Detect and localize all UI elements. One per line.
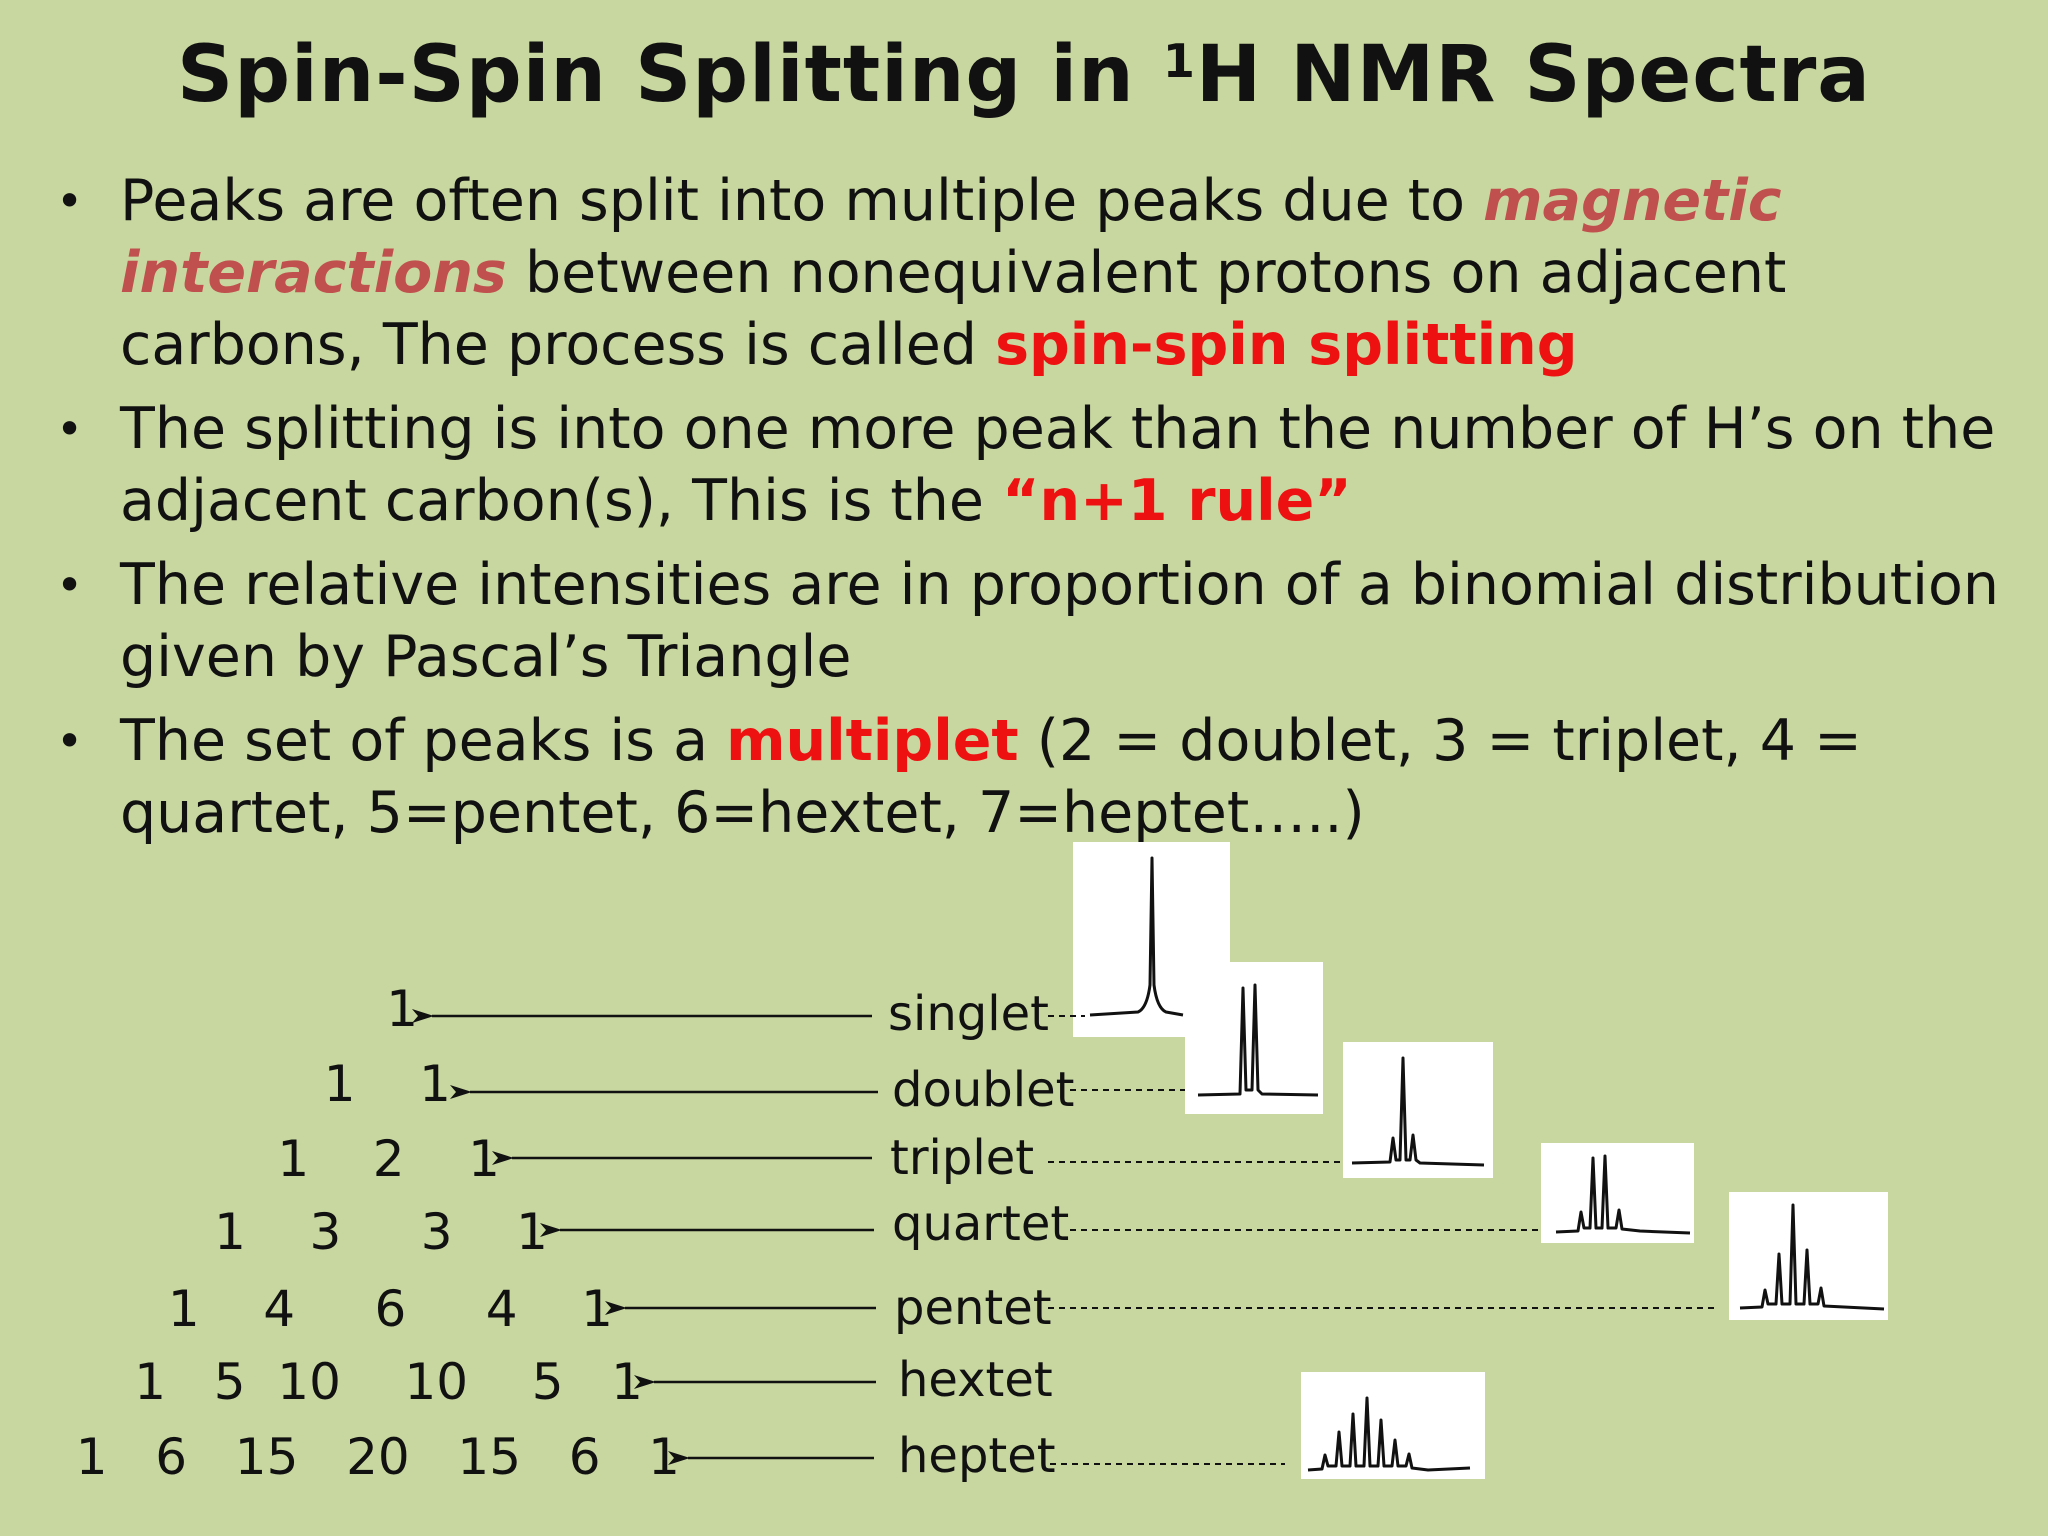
bullet-text: The splitting is into one more peak than… <box>120 396 1996 534</box>
bullet-item: • Peaks are often split into multiple pe… <box>52 165 2012 381</box>
pascal-row-1: 1 <box>386 980 418 1038</box>
label-pentet: pentet <box>894 1280 1052 1336</box>
bullet-list: • Peaks are often split into multiple pe… <box>52 165 2012 861</box>
bullet-text: Peaks are often split into multiple peak… <box>120 168 1484 234</box>
heptet-spectrum <box>1301 1372 1485 1479</box>
pascal-row-2: 1 1 <box>323 1055 451 1113</box>
bullet-item: • The set of peaks is a multiplet (2 = d… <box>52 705 2012 849</box>
highlight-magnetic-interactions: magnetic interactions <box>120 168 1782 306</box>
bullet-item: • The relative intensities are in propor… <box>52 549 2012 693</box>
bullet-icon: • <box>56 402 84 456</box>
label-quartet: quartet <box>892 1196 1070 1252</box>
slide-title: Spin-Spin Splitting in 1H NMR Spectra <box>0 30 2048 120</box>
doublet-spectrum <box>1185 962 1323 1114</box>
bullet-text: between nonequivalent protons on adjacen… <box>120 240 1787 378</box>
highlight-n-plus-1-rule: “n+1 rule” <box>1002 468 1352 534</box>
bullet-icon: • <box>56 714 84 768</box>
label-singlet: singlet <box>888 986 1049 1042</box>
label-doublet: doublet <box>892 1062 1075 1118</box>
highlight-multiplet: multiplet <box>726 708 1019 774</box>
pascal-row-4: 1 3 3 1 <box>214 1203 548 1261</box>
bullet-text: The set of peaks is a <box>120 708 727 774</box>
triplet-spectrum <box>1343 1042 1493 1178</box>
title-text-end: H NMR Spectra <box>1195 30 1871 120</box>
title-superscript: 1 <box>1162 34 1196 88</box>
bullet-text: (2 = doublet, 3 = triplet, 4 = quartet, … <box>120 708 1862 846</box>
label-triplet: triplet <box>890 1130 1035 1186</box>
pascal-row-7: 1 6 15 20 15 6 1 <box>75 1428 680 1486</box>
bullet-icon: • <box>56 558 84 612</box>
label-heptet: heptet <box>898 1428 1056 1484</box>
pentet-spectrum <box>1729 1192 1888 1320</box>
highlight-spin-spin-splitting: spin-spin splitting <box>995 312 1578 378</box>
quartet-spectrum <box>1541 1143 1694 1243</box>
label-hextet: hextet <box>898 1352 1053 1408</box>
title-text: Spin-Spin Splitting in <box>177 30 1163 120</box>
bullet-item: • The splitting is into one more peak th… <box>52 393 2012 537</box>
bullet-icon: • <box>56 174 84 228</box>
pascal-row-3: 1 2 1 <box>277 1130 500 1188</box>
pascal-row-6: 1 5 10 10 5 1 <box>134 1353 643 1411</box>
bullet-text: The relative intensities are in proporti… <box>120 552 1999 690</box>
pascal-row-5: 1 4 6 4 1 <box>167 1280 613 1338</box>
